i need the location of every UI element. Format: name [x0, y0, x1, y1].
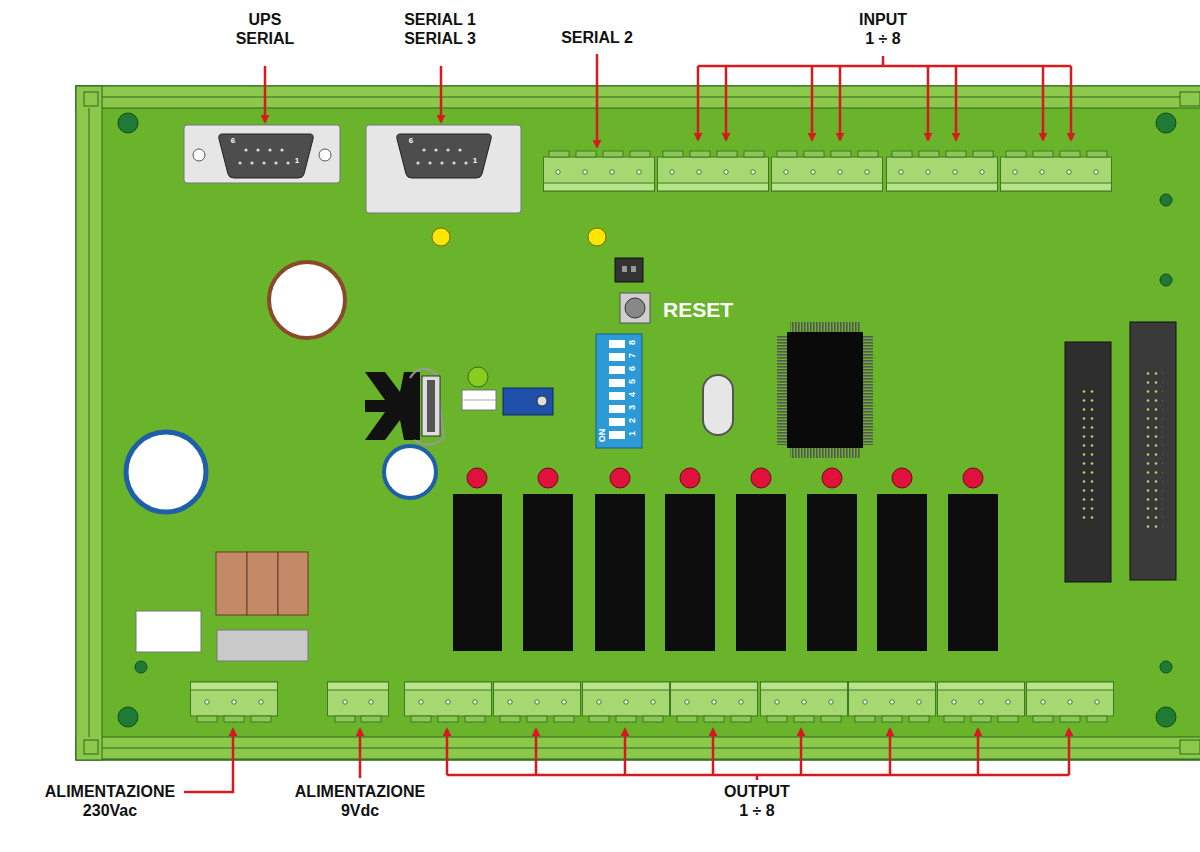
terminal-block [658, 151, 769, 191]
connector-label: SERIAL 1 SERIAL 3 [400, 10, 480, 48]
top-rail [76, 86, 1200, 108]
pin-number: 6 [409, 136, 413, 146]
terminal-block [1027, 682, 1114, 722]
pin-number: 1 [295, 156, 299, 166]
terminal-block [1001, 151, 1112, 191]
db9-pins [416, 148, 467, 164]
relay-leds [467, 468, 983, 488]
rail-corner [1180, 740, 1200, 754]
led [588, 228, 606, 246]
ribbon-connector [1130, 322, 1176, 580]
db9-shell [219, 134, 313, 178]
rail-line [76, 748, 1200, 749]
db9-pins [238, 148, 289, 164]
switch-number: 8 [628, 340, 639, 345]
terminal-block [405, 682, 492, 722]
bottom-rail [76, 737, 1200, 759]
switch-number: 4 [628, 392, 639, 397]
ribbon-pins [1078, 385, 1098, 525]
rail-line [89, 108, 90, 737]
varistor [217, 630, 308, 661]
power-label: ALIMENTAZIONE 9Vdc [290, 782, 430, 820]
ribbon-pins [1143, 370, 1163, 530]
db9-plate [366, 125, 521, 213]
connector-label: UPS SERIAL [232, 10, 298, 48]
capacitor [126, 432, 206, 512]
jumper-pin [631, 266, 636, 272]
power-label: ALIMENTAZIONE 230Vac [40, 782, 180, 820]
terminal-block [938, 682, 1025, 722]
terminal-block [494, 682, 581, 722]
resistor [462, 390, 496, 410]
left-rail [76, 86, 102, 760]
mounting-hole [118, 113, 138, 133]
ribbon-connector [1065, 342, 1111, 582]
terminal-block [849, 682, 936, 722]
pin-number: 1 [473, 156, 477, 166]
resistor-line [462, 400, 496, 401]
rail-corner [84, 740, 98, 754]
mounting-hole [1156, 707, 1176, 727]
jumper [615, 258, 643, 282]
rail-line [76, 97, 1200, 98]
connector-label: SERIAL 2 [561, 28, 633, 47]
led [432, 228, 450, 246]
switch-number: 3 [628, 405, 639, 410]
switch-number: 6 [628, 366, 639, 371]
rail-corner [84, 92, 98, 106]
terminal-block [761, 682, 848, 722]
via-hole [1160, 661, 1172, 673]
terminal-block [887, 151, 998, 191]
trimmer-screw [537, 396, 547, 406]
switch-number: 5 [628, 379, 639, 384]
via-hole [135, 661, 147, 673]
switch-number: 7 [628, 353, 639, 358]
terminal-block [583, 682, 670, 722]
led [468, 367, 488, 387]
dip-switch [596, 334, 642, 448]
terminal-block [671, 682, 758, 722]
microcontroller [787, 332, 863, 448]
inductor [216, 552, 308, 615]
via-hole [1160, 194, 1172, 206]
db9-shell [397, 134, 491, 178]
heatsink [365, 369, 444, 445]
capacitor [384, 446, 436, 498]
db9-screw [319, 149, 331, 161]
switch-number: 1 [628, 431, 639, 436]
switch-label: ON [598, 429, 609, 443]
mounting-hole [1156, 113, 1176, 133]
db9-screw [193, 149, 205, 161]
trimmer [503, 388, 553, 415]
connector-label: OUTPUT 1 ÷ 8 [721, 782, 793, 820]
crystal [703, 375, 733, 435]
relays [453, 494, 998, 651]
buzzer [269, 262, 345, 338]
reset-button-cap [625, 298, 645, 318]
mounting-hole [118, 707, 138, 727]
pin-number: 6 [231, 136, 235, 146]
housing [76, 86, 1200, 760]
dip-levers [609, 340, 625, 439]
reset-button [620, 293, 650, 323]
terminal-block [328, 682, 389, 722]
via-hole [1160, 274, 1172, 286]
jumper-pin [622, 266, 627, 272]
connector-label: INPUT 1 ÷ 8 [855, 10, 911, 48]
rail-corner [1180, 92, 1200, 106]
terminal-block [544, 151, 655, 191]
db9-plate [184, 125, 340, 183]
switch-number: 2 [628, 418, 639, 423]
leader-arrows [184, 54, 1071, 792]
terminal-block [191, 682, 278, 722]
fuse-holder [136, 611, 201, 652]
terminal-block [772, 151, 883, 191]
button-label: RESET [663, 297, 733, 322]
